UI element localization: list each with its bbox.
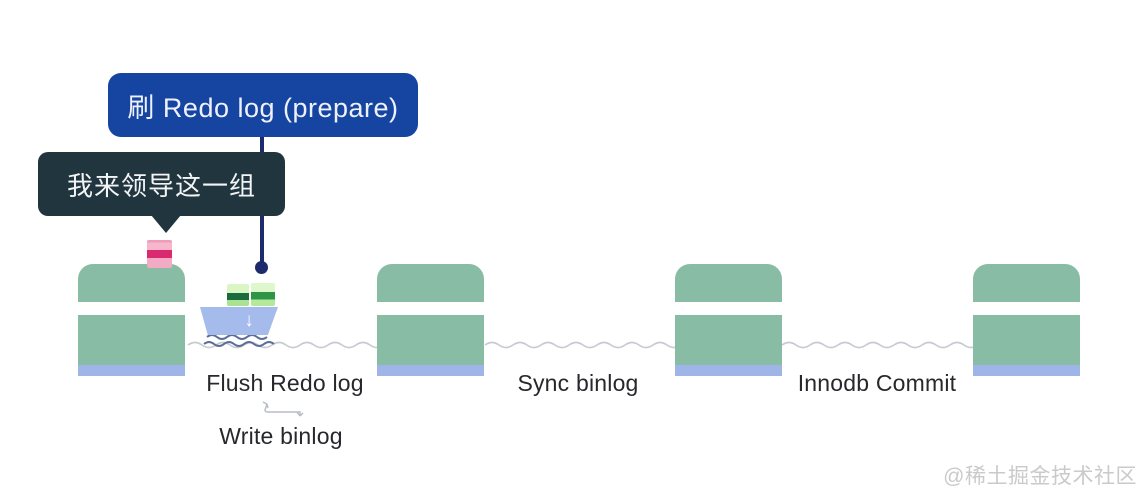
water-wave-line [187,341,993,349]
pier-top-block [973,264,1080,302]
pier-base-block [675,315,782,376]
callout-leader-label: 我来领导这一组 [66,170,256,201]
label-write-binlog: Write binlog [219,423,343,449]
pier-base-block [377,315,484,376]
speech-bubble-tail [151,215,181,233]
callout-flush-redo-prepare: 刷 Redo log (prepare) [108,73,418,137]
pier-top-block [377,264,484,302]
down-arrow-icon: ↓ [244,309,254,331]
step-connector-arrow [262,401,304,417]
callout-leader-speech: 我来领导这一组 [38,152,285,233]
cargo-box-right [251,283,275,306]
pier-base-block [973,315,1080,376]
callout-prepare-label: 刷 Redo log (prepare) [127,92,399,123]
label-sync-binlog: Sync binlog [517,370,639,396]
label-innodb-commit: Innodb Commit [797,370,957,396]
boat: ↓ [200,307,278,335]
label-flush-redo-log: Flush Redo log [206,370,364,396]
watermark: @稀土掘金技术社区 [943,465,1137,488]
cargo-box-left [227,284,249,306]
leader-cargo-box [147,240,172,268]
callout-pointer-dot [255,261,268,274]
pier-base-block [78,315,185,376]
pier-top-block [78,264,185,302]
pier-top-block [675,264,782,302]
boat-wake-waves [203,334,275,347]
